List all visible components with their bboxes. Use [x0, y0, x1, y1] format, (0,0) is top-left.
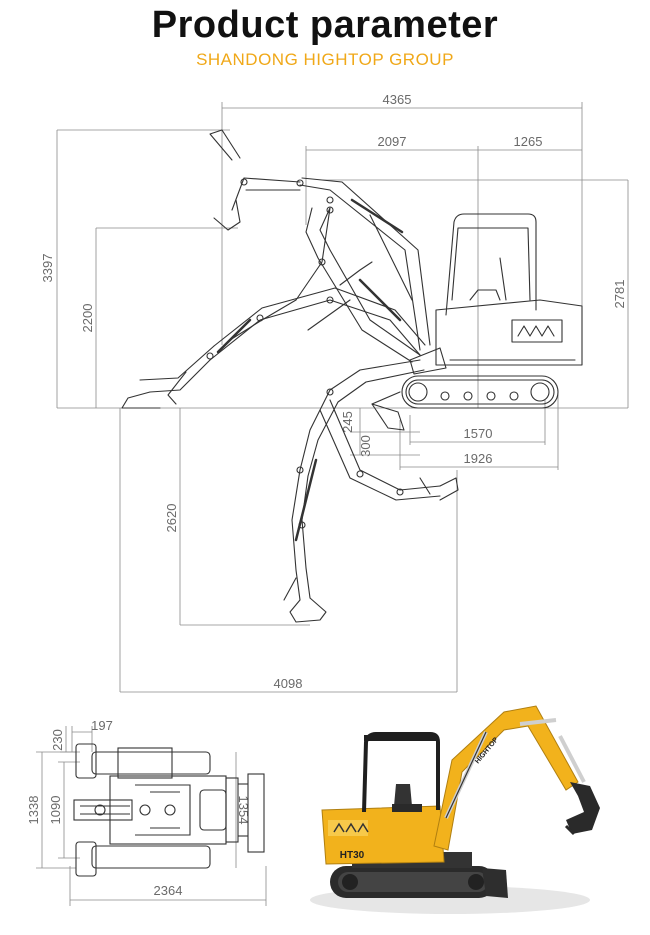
dim-blade-depth: 300: [358, 435, 373, 457]
dim-max-dump-height: 2200: [80, 304, 95, 333]
dim-max-dig-depth: 2620: [164, 504, 179, 533]
dim-width-offset: 197: [91, 718, 113, 733]
dim-track-width: 1090: [48, 796, 63, 825]
top-view-dimension-lines: [36, 726, 267, 906]
dim-total-width: 1338: [26, 796, 41, 825]
dim-tail-length: 1265: [514, 134, 543, 149]
top-view-excavator-drawing: [73, 743, 265, 877]
side-view-excavator-drawing: [121, 129, 583, 623]
company-subtitle: SHANDONG HIGHTOP GROUP: [196, 50, 454, 69]
dim-overall-height: 2781: [612, 280, 627, 309]
dim-overall-length: 4365: [383, 92, 412, 107]
dim-track-ground-length: 1570: [464, 426, 493, 441]
side-view-dimension-lines: [56, 102, 629, 693]
dim-total-length: 2364: [154, 883, 183, 898]
dim-blade-lift: 245: [340, 411, 355, 433]
dim-track-length: 1926: [464, 451, 493, 466]
dim-top-offset: 230: [50, 729, 65, 751]
dim-arm-reach-length: 2097: [378, 134, 407, 149]
dim-max-dig-radius: 4098: [274, 676, 303, 691]
dim-blade-width: 1354: [236, 796, 251, 825]
page-title: Product parameter: [151, 4, 499, 46]
model-label: HT30: [340, 850, 365, 861]
dim-max-dig-height: 3397: [40, 254, 55, 283]
excavator-product-illustration: HT30 HIGHTOP: [310, 705, 600, 914]
